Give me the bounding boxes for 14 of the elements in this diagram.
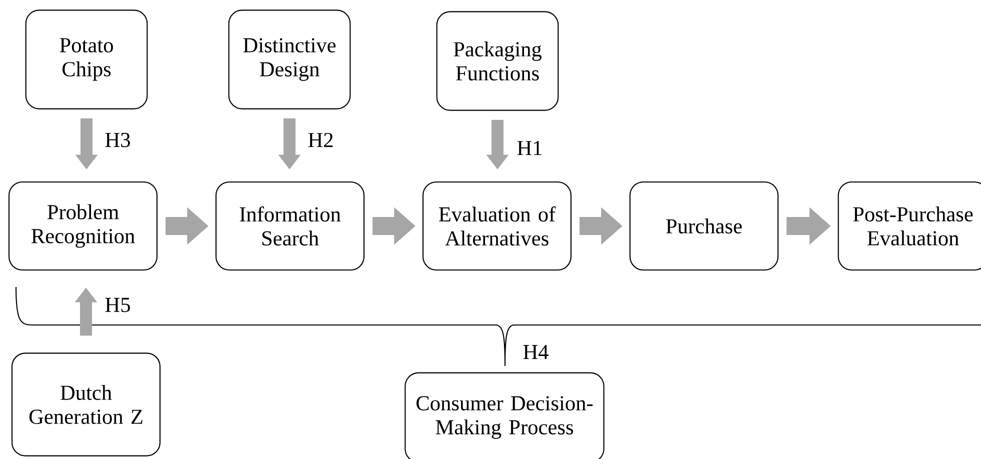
process-box: Evaluation of Alternatives xyxy=(422,181,572,271)
edge-label: H3 xyxy=(105,132,130,148)
process-box: Dutch Generation Z xyxy=(11,352,161,456)
process-box: Information Search xyxy=(215,181,365,271)
process-box: Consumer Decision-Making Process xyxy=(404,372,604,459)
process-box: Purchase xyxy=(629,181,779,271)
process-box: Distinctive Design xyxy=(228,10,351,110)
process-box: Problem Recognition xyxy=(8,181,158,271)
edge-label: H2 xyxy=(308,132,333,148)
edge-label: H5 xyxy=(105,298,130,312)
process-box: Potato Chips xyxy=(25,10,148,110)
process-box: Packaging Functions xyxy=(436,11,559,111)
process-box: Post-Purchase Evaluation xyxy=(838,181,981,271)
edge-label: H1 xyxy=(517,140,542,156)
